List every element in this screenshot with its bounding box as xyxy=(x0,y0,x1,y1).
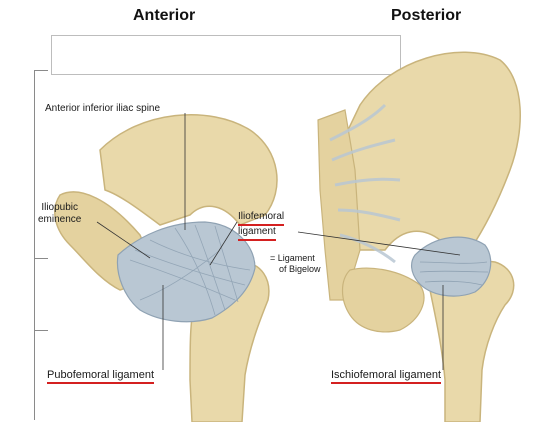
bracket-tick-top xyxy=(34,70,48,71)
iliofemoral-line2: ligament xyxy=(238,226,276,241)
posterior-ischium xyxy=(341,267,425,333)
bigelow-line2: of Bigelow xyxy=(279,264,321,274)
bracket-tick-bot xyxy=(34,330,48,331)
pubofemoral-ligament-label: Pubofemoral ligament xyxy=(47,369,155,384)
posterior-hip-drawing xyxy=(297,51,521,422)
ischiofemoral-ligament-label: Ischiofemoral ligament xyxy=(331,369,442,384)
iliopubic-line2: eminence xyxy=(38,214,82,225)
posterior-ilium xyxy=(343,51,521,251)
bigelow-line1: = Ligament xyxy=(270,253,315,263)
bigelow-label: = Ligament of Bigelow xyxy=(270,253,321,275)
pubofemoral-text: Pubofemoral ligament xyxy=(47,369,155,384)
iliofemoral-line1: Iliofemoral xyxy=(238,211,285,226)
iliofemoral-ligament-label: Iliofemoral ligament xyxy=(238,211,285,241)
posterior-ischiofemoral-ligament xyxy=(411,236,492,297)
iliopubic-eminence-label: Iliopubic eminence xyxy=(38,202,81,226)
blank-answer-box[interactable] xyxy=(51,35,401,75)
ischiofemoral-text: Ischiofemoral ligament xyxy=(331,369,442,384)
anterior-title: Anterior xyxy=(133,7,196,24)
left-bracket xyxy=(34,70,35,420)
anterior-hip-drawing xyxy=(54,113,278,422)
aiis-label: Anterior inferior iliac spine xyxy=(45,103,161,114)
anterior-ilium xyxy=(99,114,278,226)
iliopubic-line1: Iliopubic xyxy=(41,202,79,213)
bracket-tick-mid xyxy=(34,258,48,259)
posterior-title: Posterior xyxy=(391,7,462,24)
